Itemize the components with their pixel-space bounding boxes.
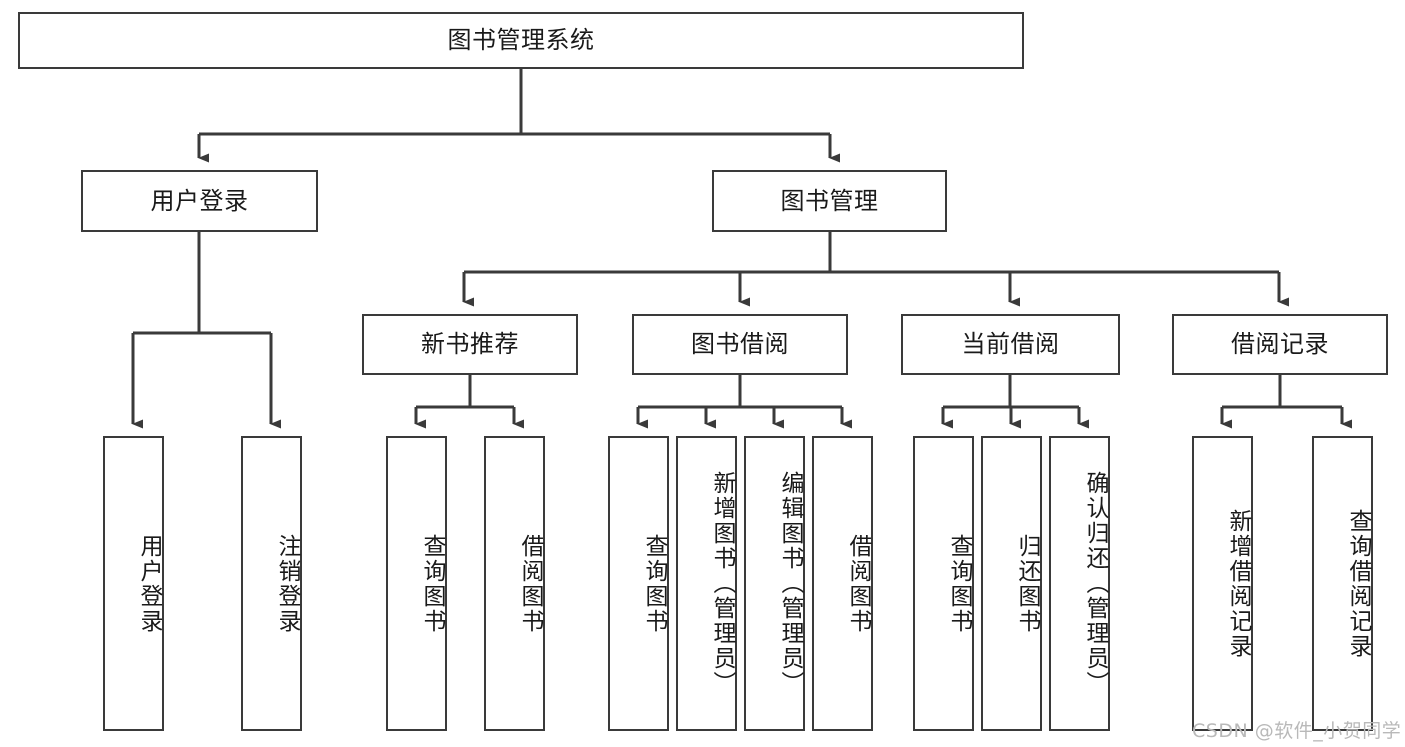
- node-user-login: 用户登录: [81, 170, 318, 232]
- node-label: 借阅图书: [517, 533, 543, 634]
- node-label: 确认归还（管理员）: [1082, 471, 1108, 696]
- node-label: 借阅图书: [845, 533, 871, 634]
- node-label: 用户登录: [150, 186, 249, 215]
- node-label: 新增图书（管理员）: [709, 471, 735, 696]
- node-label: 当前借阅: [961, 330, 1060, 359]
- node-current-borrow: 当前借阅: [901, 314, 1120, 375]
- node-leaf-confirm-return: 确认归还（管理员）: [1049, 436, 1110, 731]
- node-leaf-add-record: 新增借阅记录: [1192, 436, 1253, 731]
- node-borrow-record: 借阅记录: [1172, 314, 1388, 375]
- node-leaf-borrow-book-rec: 借阅图书: [484, 436, 545, 731]
- node-leaf-user-login: 用户登录: [103, 436, 164, 731]
- node-leaf-query-book-rec: 查询图书: [386, 436, 447, 731]
- node-label: 借阅记录: [1231, 330, 1329, 359]
- node-book-manage: 图书管理: [712, 170, 947, 232]
- node-label: 图书借阅: [691, 330, 789, 359]
- node-label: 归还图书: [1014, 533, 1040, 634]
- csdn-watermark: CSDN @软件_小贺同学: [1192, 720, 1402, 742]
- node-new-book-recommend: 新书推荐: [362, 314, 578, 375]
- node-leaf-borrow-book: 借阅图书: [812, 436, 873, 731]
- node-leaf-query-record: 查询借阅记录: [1312, 436, 1373, 731]
- node-label: 图书管理: [780, 186, 879, 215]
- node-label: 编辑图书（管理员）: [777, 471, 803, 696]
- node-label: 新增借阅记录: [1225, 508, 1251, 659]
- node-leaf-return-book: 归还图书: [981, 436, 1042, 731]
- node-leaf-edit-book: 编辑图书（管理员）: [744, 436, 805, 731]
- node-label: 查询图书: [419, 533, 445, 634]
- node-label: 查询图书: [641, 533, 667, 634]
- node-leaf-user-logout: 注销登录: [241, 436, 302, 731]
- node-label: 查询借阅记录: [1345, 508, 1371, 659]
- node-label: 注销登录: [274, 533, 300, 634]
- node-leaf-add-book: 新增图书（管理员）: [676, 436, 737, 731]
- node-leaf-query-book-borrow: 查询图书: [608, 436, 669, 731]
- node-book-borrow: 图书借阅: [632, 314, 848, 375]
- node-label: 用户登录: [136, 533, 162, 634]
- node-leaf-query-book-cur: 查询图书: [913, 436, 974, 731]
- node-root: 图书管理系统: [18, 12, 1024, 69]
- node-label: 新书推荐: [421, 330, 519, 359]
- node-label: 图书管理系统: [447, 26, 595, 55]
- node-label: 查询图书: [946, 533, 972, 634]
